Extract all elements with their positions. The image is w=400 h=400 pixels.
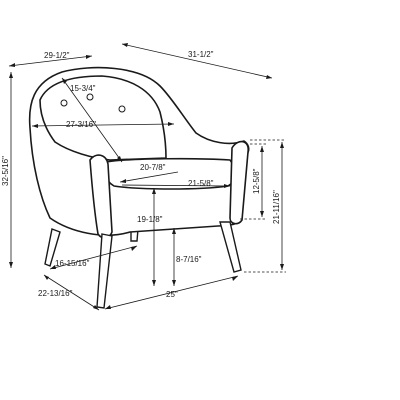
chair-leg-back-left bbox=[44, 228, 61, 267]
label-depth: 31-1/2" bbox=[188, 50, 214, 59]
tufting-button-3 bbox=[86, 93, 94, 101]
label-total-height: 32-5/16" bbox=[1, 156, 10, 186]
chair-inner-back bbox=[39, 75, 167, 161]
label-seat-height: 19-1/8" bbox=[137, 215, 163, 224]
chair-illustration bbox=[28, 66, 250, 309]
label-back-height: 15-3/4" bbox=[70, 84, 96, 93]
label-base-width: 25" bbox=[166, 290, 178, 299]
label-leg-span: 16-15/16" bbox=[55, 259, 90, 268]
label-seat-depth: 20-7/8" bbox=[140, 163, 166, 172]
label-arm-height: 12-5/8" bbox=[252, 168, 261, 194]
dimension-labels: 29-1/2" 31-1/2" 15-3/4" 27-3/16" 32-5/16… bbox=[1, 50, 281, 299]
label-arm-total-height: 21-11/16" bbox=[272, 190, 281, 224]
chair-arm-right bbox=[229, 140, 249, 225]
label-inner-width: 27-3/16" bbox=[66, 120, 96, 129]
dimension-lines bbox=[8, 43, 286, 311]
label-seat-width: 21-5/8" bbox=[188, 179, 214, 188]
label-base-depth: 22-13/16" bbox=[38, 289, 73, 298]
chair-leg-front-left bbox=[96, 233, 113, 309]
chair-leg-front-right bbox=[219, 221, 242, 273]
tufting-button-1 bbox=[60, 99, 68, 107]
label-leg-height: 8-7/16" bbox=[176, 255, 202, 264]
tufting-button-2 bbox=[118, 105, 126, 113]
label-top-width: 29-1/2" bbox=[44, 51, 70, 60]
